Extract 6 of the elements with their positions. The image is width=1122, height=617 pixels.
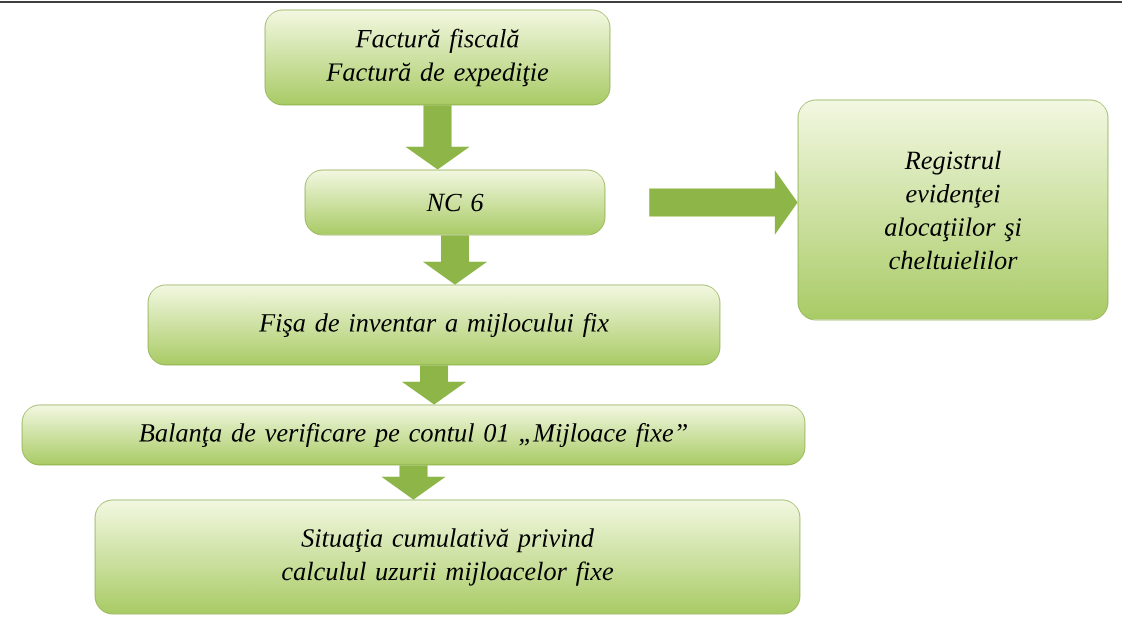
process-box: Balanţa de verificare pe contul 01 „Mijloace fixe”	[21, 404, 806, 466]
process-box: NC 6	[304, 169, 606, 236]
process-box: Registrul evidenţei alocaţiilor şi cheltuielilor	[797, 99, 1109, 321]
process-box: Factură fiscală Factură de expediţie	[264, 9, 611, 106]
process-box: Fişa de inventar a mijlocului fix	[147, 284, 721, 366]
process-box: Situaţia cumulativă privind calculul uzurii mijloacelor fixe	[94, 499, 801, 615]
